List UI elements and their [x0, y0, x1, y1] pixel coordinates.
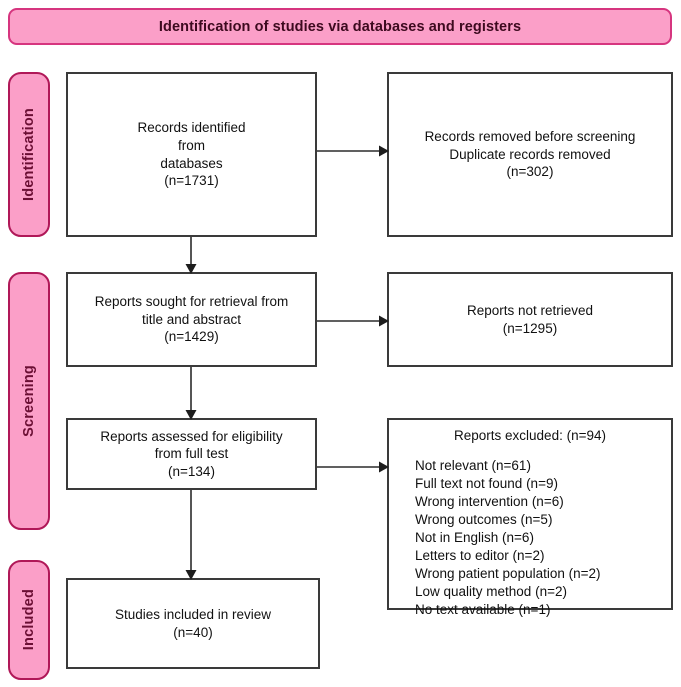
- list-item: Not in English (n=6): [415, 529, 534, 545]
- box-studies-included-in-review: Studies included in review (n=40): [66, 578, 320, 669]
- list-item: Wrong patient population (n=2): [415, 565, 601, 581]
- arrow-down-icon: [185, 237, 197, 274]
- stage-label-identification: Identification: [21, 107, 37, 202]
- list-item: Wrong outcomes (n=5): [415, 511, 553, 527]
- list-item: Wrong intervention (n=6): [415, 493, 564, 509]
- stage-label-screening: Screening: [21, 365, 37, 437]
- arrow-down-icon: [185, 367, 197, 420]
- stage-label-included: Included: [21, 589, 37, 651]
- list-item: Full text not found (n=9): [415, 475, 558, 491]
- diagram-header-banner: Identification of studies via databases …: [8, 8, 672, 45]
- reports-excluded-reason-list: Not relevant (n=61) Full text not found …: [389, 457, 671, 619]
- reports-excluded-title: Reports excluded: (n=94): [454, 428, 606, 443]
- box-reports-sought-text: Reports sought for retrieval from title …: [94, 294, 289, 345]
- list-item: Low quality method (n=2): [415, 583, 567, 599]
- box-reports-excluded: Reports excluded: (n=94) Not relevant (n…: [387, 418, 673, 617]
- box-reports-not-retrieved: Reports not retrieved (n=1295): [387, 272, 673, 367]
- box-records-identified: Records identified from databases (n=173…: [66, 72, 317, 237]
- list-item: Not relevant (n=61): [415, 458, 531, 473]
- box-reports-sought-for-retrieval: Reports sought for retrieval from title …: [66, 272, 317, 367]
- arrow-down-icon: [185, 490, 197, 580]
- arrow-right-icon: [317, 145, 389, 157]
- box-records-identified-text: Records identified from databases (n=173…: [137, 120, 246, 189]
- stage-bar-identification: Identification: [8, 72, 50, 237]
- stage-bar-screening: Screening: [8, 272, 50, 530]
- box-reports-not-retrieved-text: Reports not retrieved (n=1295): [466, 302, 594, 336]
- diagram-title: Identification of studies via databases …: [158, 18, 522, 35]
- box-records-removed-text: Records removed before screening Duplica…: [424, 129, 636, 180]
- arrow-right-icon: [317, 315, 389, 327]
- arrow-right-icon: [317, 461, 389, 473]
- list-item: No text available (n=1): [415, 601, 551, 617]
- box-reports-assessed-for-eligibility: Reports assessed for eligibility from fu…: [66, 418, 317, 490]
- box-records-removed: Records removed before screening Duplica…: [387, 72, 673, 237]
- box-reports-assessed-text: Reports assessed for eligibility from fu…: [100, 428, 283, 479]
- list-item: Letters to editor (n=2): [415, 547, 545, 563]
- stage-bar-included: Included: [8, 560, 50, 680]
- box-studies-included-text: Studies included in review (n=40): [114, 606, 272, 640]
